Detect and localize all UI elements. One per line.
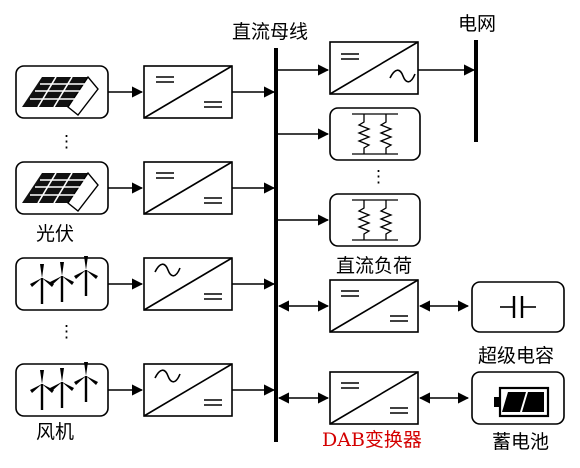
wind-acdc-converter-2: [143, 363, 233, 417]
pv-panel-2: [15, 161, 109, 215]
supercap-dcdc-converter: [329, 279, 419, 333]
battery: [471, 371, 565, 425]
pv-ellipsis: ⋮: [58, 132, 75, 152]
grid-label: 电网: [458, 13, 496, 35]
dab-converter: [329, 371, 419, 425]
dc-load-1: [329, 107, 421, 161]
pv-label: 光伏: [36, 223, 74, 245]
battery-icon: [494, 386, 550, 418]
supercapacitor: [471, 281, 565, 333]
dc-bus-label: 直流母线: [232, 21, 308, 43]
wind-label: 风机: [36, 421, 74, 443]
battery-label: 蓄电池: [492, 431, 549, 453]
wind-acdc-converter-1: [143, 257, 233, 311]
load-ellipsis: ⋮: [370, 167, 387, 187]
capacitor-icon: [500, 296, 536, 318]
grid-inverter: [329, 41, 419, 95]
dc-load-2: [329, 193, 421, 247]
dab-label: DAB变换器: [322, 429, 422, 451]
pv-dcdc-converter-2: [143, 161, 233, 215]
wind-turbine-2: [15, 360, 109, 417]
pv-dcdc-converter-1: [143, 65, 233, 119]
wind-ellipsis: ⋮: [58, 322, 75, 342]
dc-load-label: 直流负荷: [336, 255, 412, 277]
wind-turbine-1: [15, 254, 109, 311]
supercap-label: 超级电容: [478, 345, 554, 367]
pv-panel-1: [15, 65, 109, 119]
